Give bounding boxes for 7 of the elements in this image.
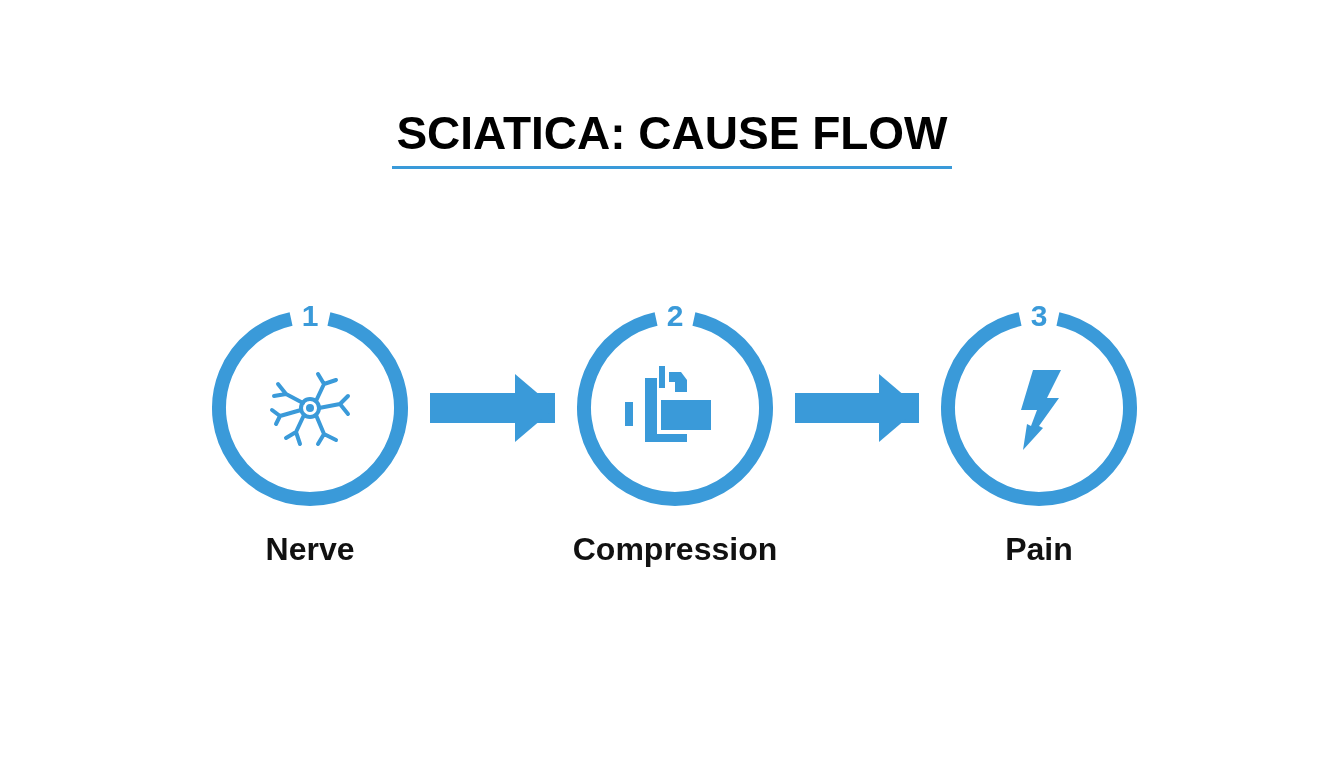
step-number: 1: [301, 300, 319, 332]
step-label: Pain: [1005, 530, 1073, 568]
step-label: Nerve: [265, 530, 355, 568]
step-label: Compression: [572, 530, 778, 568]
step-number: 2: [666, 300, 684, 332]
step-number: 3: [1030, 300, 1048, 332]
title: SCIATICA: CAUSE FLOW: [392, 104, 952, 169]
